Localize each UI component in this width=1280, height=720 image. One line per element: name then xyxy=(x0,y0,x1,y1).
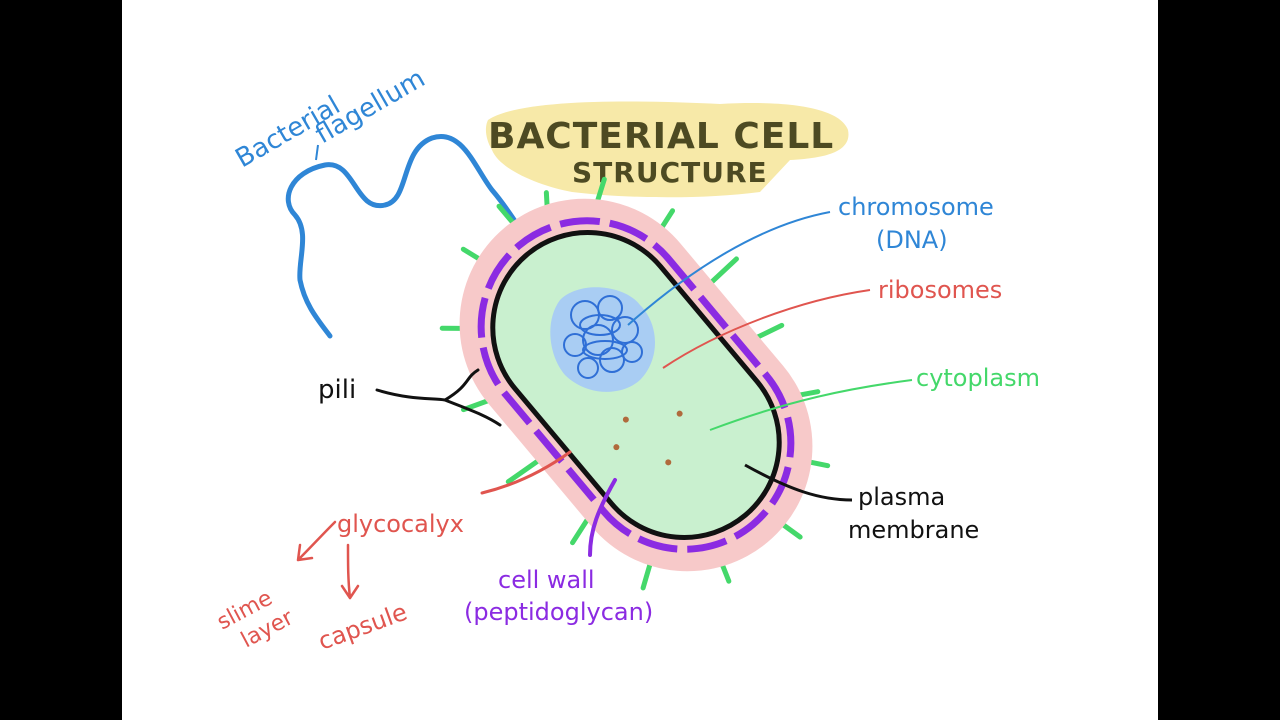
pili-leader xyxy=(375,368,502,427)
label-cell-wall-line-1: cell wall xyxy=(498,566,595,594)
arrow-to-capsule xyxy=(340,543,360,600)
label-ribosomes: ribosomes xyxy=(878,276,1002,304)
title-line-1: BACTERIAL CELL xyxy=(488,116,834,157)
label-plasma-line-1: plasma xyxy=(858,483,945,511)
glycocalyx-leader xyxy=(480,450,572,495)
flagellum xyxy=(285,133,543,339)
cytoplasm-leader xyxy=(709,379,913,431)
flagellum-leader xyxy=(315,144,319,161)
cell-wall xyxy=(477,217,795,553)
label-chromosome-line-1: chromosome xyxy=(838,193,994,221)
title-highlight xyxy=(485,101,849,198)
label-pili: pili xyxy=(318,375,356,405)
arrow-to-slime-layer xyxy=(296,520,337,562)
bacterial-cell-diagram: BACTERIAL CELL STRUCTURE xyxy=(213,64,1040,656)
label-chromosome-line-2: (DNA) xyxy=(876,226,948,254)
label-cell-wall-line-2: (peptidoglycan) xyxy=(464,598,653,626)
plasma-membrane-leader xyxy=(744,463,853,502)
label-glycocalyx: glycocalyx xyxy=(337,510,464,538)
label-capsule: capsule xyxy=(314,598,410,656)
chromosome-nucleoid xyxy=(550,287,655,392)
label-cytoplasm: cytoplasm xyxy=(916,364,1040,392)
drawing-canvas: BACTERIAL CELL STRUCTURE xyxy=(122,0,1158,720)
chromosome-leader xyxy=(627,211,831,326)
label-plasma-line-2: membrane xyxy=(848,516,979,544)
cell-wall-leader xyxy=(588,478,617,557)
ribosomes-leader xyxy=(662,289,871,369)
